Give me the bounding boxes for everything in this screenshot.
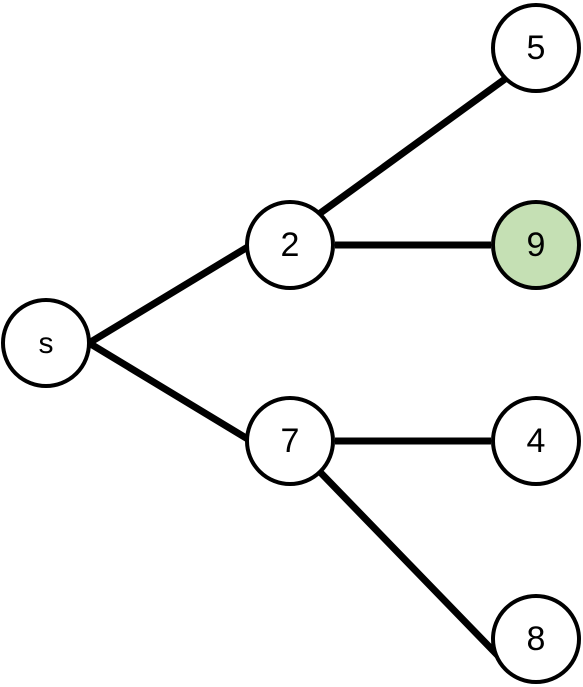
node-s-label: s [39,327,54,360]
node-8-label: 8 [527,620,546,658]
node-8-circle [491,594,581,684]
edge-s-2 [87,242,253,346]
node-2-circle [245,200,335,290]
node-2-label: 2 [281,226,300,264]
node-7-circle [245,396,335,486]
node-9: 9 [491,200,581,290]
node-5-circle [491,3,581,93]
node-s: s [1,298,91,388]
nodes-layer: s 2 7 5 9 4 8 [1,3,581,684]
node-2: 2 [245,200,335,290]
node-7: 7 [245,396,335,486]
node-4-circle [491,396,581,486]
edge-s-7 [87,340,253,444]
edge-7-8 [317,469,509,667]
node-9-label: 9 [527,226,546,264]
node-8: 8 [491,594,581,684]
node-4-label: 4 [527,422,546,460]
node-7-label: 7 [281,422,300,460]
node-4: 4 [491,396,581,486]
node-9-circle [491,200,581,290]
edge-2-5 [316,76,508,217]
node-5: 5 [491,3,581,93]
node-s-circle [1,298,91,388]
edges-layer [87,76,509,667]
node-5-label: 5 [527,29,546,67]
